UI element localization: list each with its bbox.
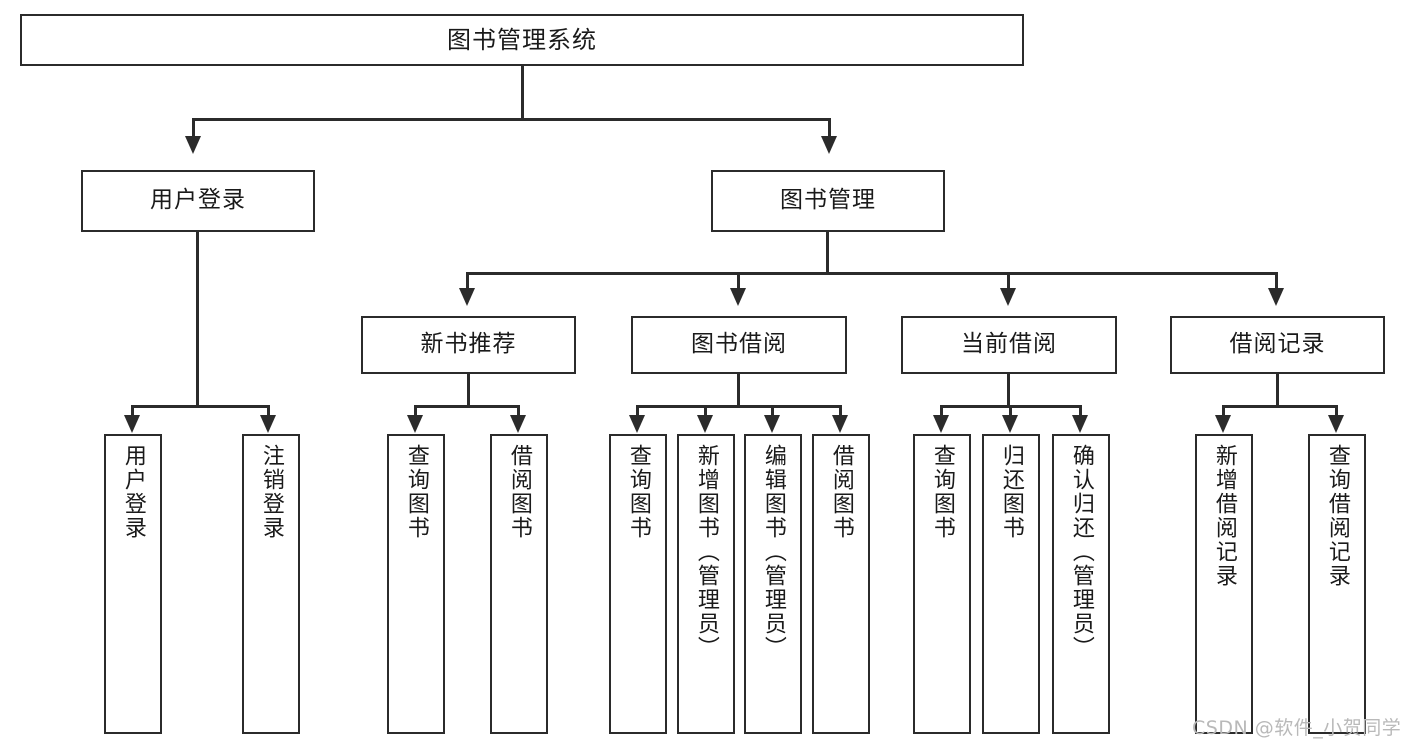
- node-label: 新书推荐: [420, 331, 517, 358]
- leaf-label: 查询借阅记录: [1324, 444, 1350, 588]
- leaf-query-book-borrow[interactable]: 查询图书: [609, 434, 667, 734]
- node-label: 借阅记录: [1229, 331, 1326, 358]
- connector-current-borrow-stem: [1007, 374, 1010, 407]
- leaf-user-login[interactable]: 用户登录: [104, 434, 162, 734]
- node-new-book-recommend[interactable]: 新书推荐: [361, 316, 576, 374]
- node-user-login[interactable]: 用户登录: [81, 170, 315, 232]
- arrow-to-current-borrow: [1000, 288, 1016, 306]
- arrow-to-logout-leaf: [260, 415, 276, 433]
- arrow-to-query-borrow-record: [1328, 415, 1344, 433]
- leaf-query-book-recommend[interactable]: 查询图书: [387, 434, 445, 734]
- leaf-label: 编辑图书（管理员）: [760, 444, 786, 660]
- node-current-borrow[interactable]: 当前借阅: [901, 316, 1117, 374]
- node-borrow-record[interactable]: 借阅记录: [1170, 316, 1385, 374]
- connector-level3-drop-3: [1007, 272, 1010, 290]
- leaf-borrow-book[interactable]: 借阅图书: [812, 434, 870, 734]
- connector-user-login-stem: [196, 232, 199, 407]
- connector-level3-drop-2: [737, 272, 740, 290]
- leaf-label: 新增图书（管理员）: [693, 444, 719, 660]
- leaf-label: 注销登录: [258, 444, 284, 540]
- node-book-borrow[interactable]: 图书借阅: [631, 316, 847, 374]
- connector-current-borrow-drop-3: [1079, 405, 1082, 417]
- arrow-to-user-login: [185, 136, 201, 154]
- arrow-to-borrow-record: [1268, 288, 1284, 306]
- leaf-label: 查询图书: [929, 444, 955, 540]
- arrow-to-add-borrow-record: [1215, 415, 1231, 433]
- connector-book-borrow-drop-3: [771, 405, 774, 417]
- arrow-to-book-borrow: [730, 288, 746, 306]
- leaf-label: 查询图书: [403, 444, 429, 540]
- arrow-to-borrow-book-1: [510, 415, 526, 433]
- connector-level3-bus: [466, 272, 1278, 275]
- node-label: 图书管理系统: [447, 25, 597, 54]
- connector-user-login-bus: [131, 405, 270, 408]
- arrow-to-return-book: [1002, 415, 1018, 433]
- leaf-logout[interactable]: 注销登录: [242, 434, 300, 734]
- node-root-book-management-system[interactable]: 图书管理系统: [20, 14, 1024, 66]
- connector-current-borrow-drop-1: [940, 405, 943, 417]
- leaf-label: 查询图书: [625, 444, 651, 540]
- connector-level3-drop-1: [466, 272, 469, 290]
- leaf-label: 借阅图书: [828, 444, 854, 540]
- node-label: 图书管理: [780, 187, 876, 214]
- connector-new-book-drop-2: [517, 405, 520, 417]
- connector-current-borrow-drop-2: [1009, 405, 1012, 417]
- arrow-to-book-management: [821, 136, 837, 154]
- connector-book-borrow-drop-1: [636, 405, 639, 417]
- leaf-borrow-book-recommend[interactable]: 借阅图书: [490, 434, 548, 734]
- arrow-to-add-book: [697, 415, 713, 433]
- connector-level2-drop-2: [828, 118, 831, 138]
- connector-borrow-record-bus: [1222, 405, 1338, 408]
- node-label: 用户登录: [150, 187, 246, 214]
- leaf-label: 借阅图书: [506, 444, 532, 540]
- connector-book-management-stem: [826, 232, 829, 274]
- leaf-confirm-return-admin[interactable]: 确认归还（管理员）: [1052, 434, 1110, 734]
- connector-new-book-drop-1: [414, 405, 417, 417]
- connector-book-borrow-drop-4: [839, 405, 842, 417]
- connector-level2-bus: [192, 118, 831, 121]
- leaf-label: 归还图书: [998, 444, 1024, 540]
- connector-level3-drop-4: [1275, 272, 1278, 290]
- leaf-query-borrow-record[interactable]: 查询借阅记录: [1308, 434, 1366, 734]
- arrow-to-query-book-2: [629, 415, 645, 433]
- connector-user-login-drop-2: [267, 405, 270, 417]
- connector-new-book-bus: [414, 405, 520, 408]
- connector-root-stem: [521, 66, 524, 118]
- arrow-to-new-book-recommend: [459, 288, 475, 306]
- node-label: 当前借阅: [961, 331, 1057, 358]
- connector-new-book-stem: [467, 374, 470, 407]
- connector-book-borrow-drop-2: [704, 405, 707, 417]
- leaf-edit-book-admin[interactable]: 编辑图书（管理员）: [744, 434, 802, 734]
- arrow-to-borrow-book-2: [832, 415, 848, 433]
- leaf-add-book-admin[interactable]: 新增图书（管理员）: [677, 434, 735, 734]
- node-book-management[interactable]: 图书管理: [711, 170, 945, 232]
- arrow-to-query-book-3: [933, 415, 949, 433]
- arrow-to-confirm-return: [1072, 415, 1088, 433]
- leaf-label: 新增借阅记录: [1211, 444, 1237, 588]
- leaf-label: 用户登录: [120, 444, 146, 540]
- arrow-to-query-book-1: [407, 415, 423, 433]
- leaf-query-book-current[interactable]: 查询图书: [913, 434, 971, 734]
- connector-borrow-record-drop-2: [1335, 405, 1338, 417]
- connector-borrow-record-drop-1: [1222, 405, 1225, 417]
- leaf-return-book[interactable]: 归还图书: [982, 434, 1040, 734]
- connector-user-login-drop-1: [131, 405, 134, 417]
- connector-book-borrow-stem: [737, 374, 740, 407]
- connector-book-borrow-bus: [636, 405, 842, 408]
- leaf-add-borrow-record[interactable]: 新增借阅记录: [1195, 434, 1253, 734]
- connector-borrow-record-stem: [1276, 374, 1279, 407]
- node-label: 图书借阅: [691, 331, 787, 358]
- connector-level2-drop-1: [192, 118, 195, 138]
- arrow-to-user-login-leaf: [124, 415, 140, 433]
- leaf-label: 确认归还（管理员）: [1068, 444, 1094, 660]
- arrow-to-edit-book: [764, 415, 780, 433]
